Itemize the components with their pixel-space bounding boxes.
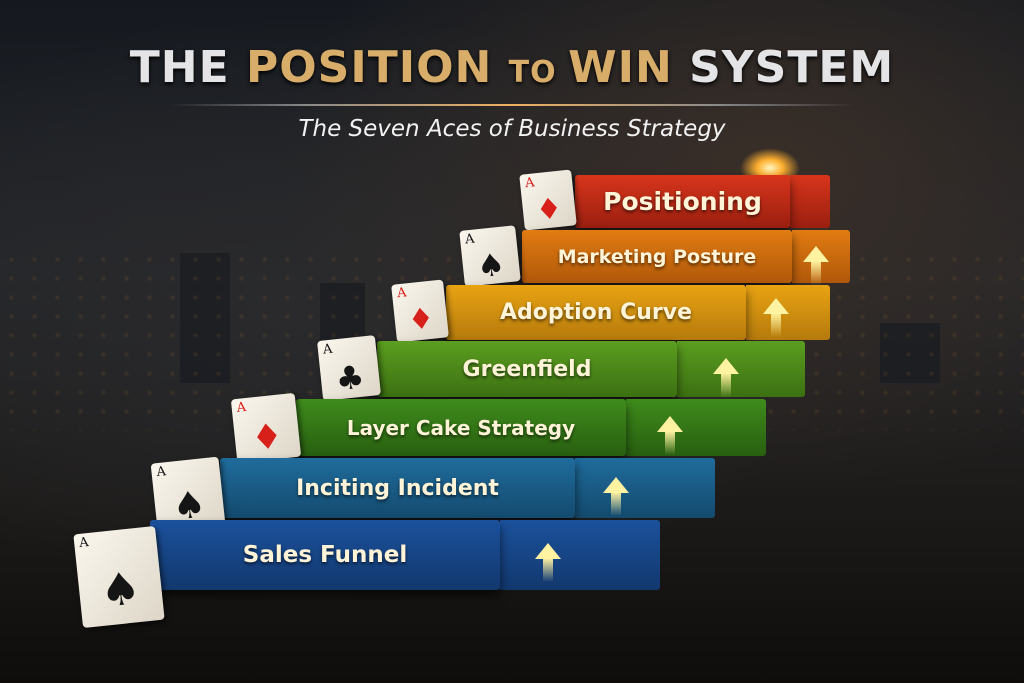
step-sales-funnel: Sales Funnel [150, 520, 500, 590]
ace-card-diamond: A♦ [391, 279, 449, 343]
title-divider [170, 104, 854, 106]
ace-card-spade: A♠ [73, 525, 165, 629]
step-greenfield: Greenfield [377, 341, 677, 397]
card-rank: A [155, 464, 167, 481]
card-rank: A [396, 285, 408, 302]
step-label: Sales Funnel [242, 542, 408, 568]
diamond-icon: ♦ [249, 416, 285, 460]
step-marketing-posture: Marketing Posture [522, 230, 792, 283]
subtitle: The Seven Aces of Business Strategy [298, 116, 726, 142]
step-label: Adoption Curve [499, 300, 693, 325]
step-label: Layer Cake Strategy [346, 415, 576, 440]
step-adoption-curve: Adoption Curve [446, 285, 746, 340]
step-label: Inciting Incident [296, 475, 499, 501]
card-rank: A [524, 175, 536, 192]
card-rank: A [464, 231, 476, 248]
step-label: Positioning [603, 187, 762, 216]
step-inciting-incident: Inciting Incident [220, 458, 575, 518]
step-side-face [500, 520, 660, 590]
diamond-icon: ♦ [406, 300, 436, 338]
step-side-face [575, 458, 715, 518]
spade-icon: ♠ [97, 560, 144, 618]
city-building [880, 323, 940, 383]
step-side-face [626, 399, 766, 456]
step-layer-cake-strategy: Layer Cake Strategy [296, 399, 626, 456]
ace-card-spade: A♠ [459, 225, 521, 287]
step-positioning: Positioning [575, 175, 790, 228]
ace-card-diamond: A♦ [230, 392, 302, 464]
spade-icon: ♠ [475, 246, 507, 285]
diamond-icon: ♦ [534, 190, 564, 227]
step-label: Marketing Posture [557, 245, 757, 268]
ace-card-diamond: A♦ [519, 169, 577, 231]
step-side-face [677, 341, 805, 397]
card-rank: A [236, 400, 247, 416]
card-rank: A [322, 341, 334, 358]
main-title: THE POSITION TO WIN SYSTEM [129, 42, 895, 93]
city-building [180, 253, 230, 383]
card-rank: A [78, 535, 90, 551]
ace-card-club: A♣ [317, 335, 381, 401]
step-label: Greenfield [462, 356, 592, 382]
club-icon: ♣ [333, 357, 367, 399]
step-side-face [790, 175, 830, 228]
